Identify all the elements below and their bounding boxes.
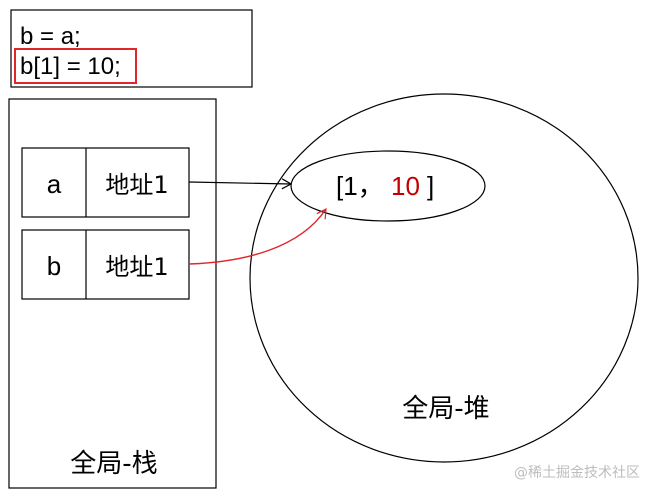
code-line-2-highlight	[14, 48, 137, 84]
array-close: ]	[427, 171, 434, 201]
stack-label: 全局-栈	[70, 449, 157, 479]
heap-label: 全局-堆	[402, 394, 489, 424]
code-line-2: b[1] = 10;	[20, 53, 121, 80]
code-box: b = a; b[1] = 10;	[10, 9, 253, 88]
stack-variable-b: b	[47, 251, 61, 281]
array-literal: [1， 10 ]	[336, 171, 434, 201]
stack-address-b: 地址1	[105, 253, 168, 281]
array-open: [1，	[336, 171, 384, 201]
watermark: @稀土掘金技术社区	[514, 465, 640, 481]
array-changed-value: 10	[391, 171, 420, 201]
stack-address-a: 地址1	[105, 171, 168, 199]
reference-arrow-a	[188, 178, 293, 190]
code-line-1: b = a;	[20, 23, 81, 50]
reference-arrow-b	[188, 207, 327, 265]
stack-row-a: a 地址1	[21, 147, 190, 218]
stack-row-b: b 地址1	[21, 229, 190, 300]
global-stack: a 地址1 b 地址1 全局-栈	[8, 98, 217, 489]
global-heap: [1， 10 ] 全局-堆	[249, 93, 639, 463]
stack-variable-a: a	[47, 169, 62, 199]
